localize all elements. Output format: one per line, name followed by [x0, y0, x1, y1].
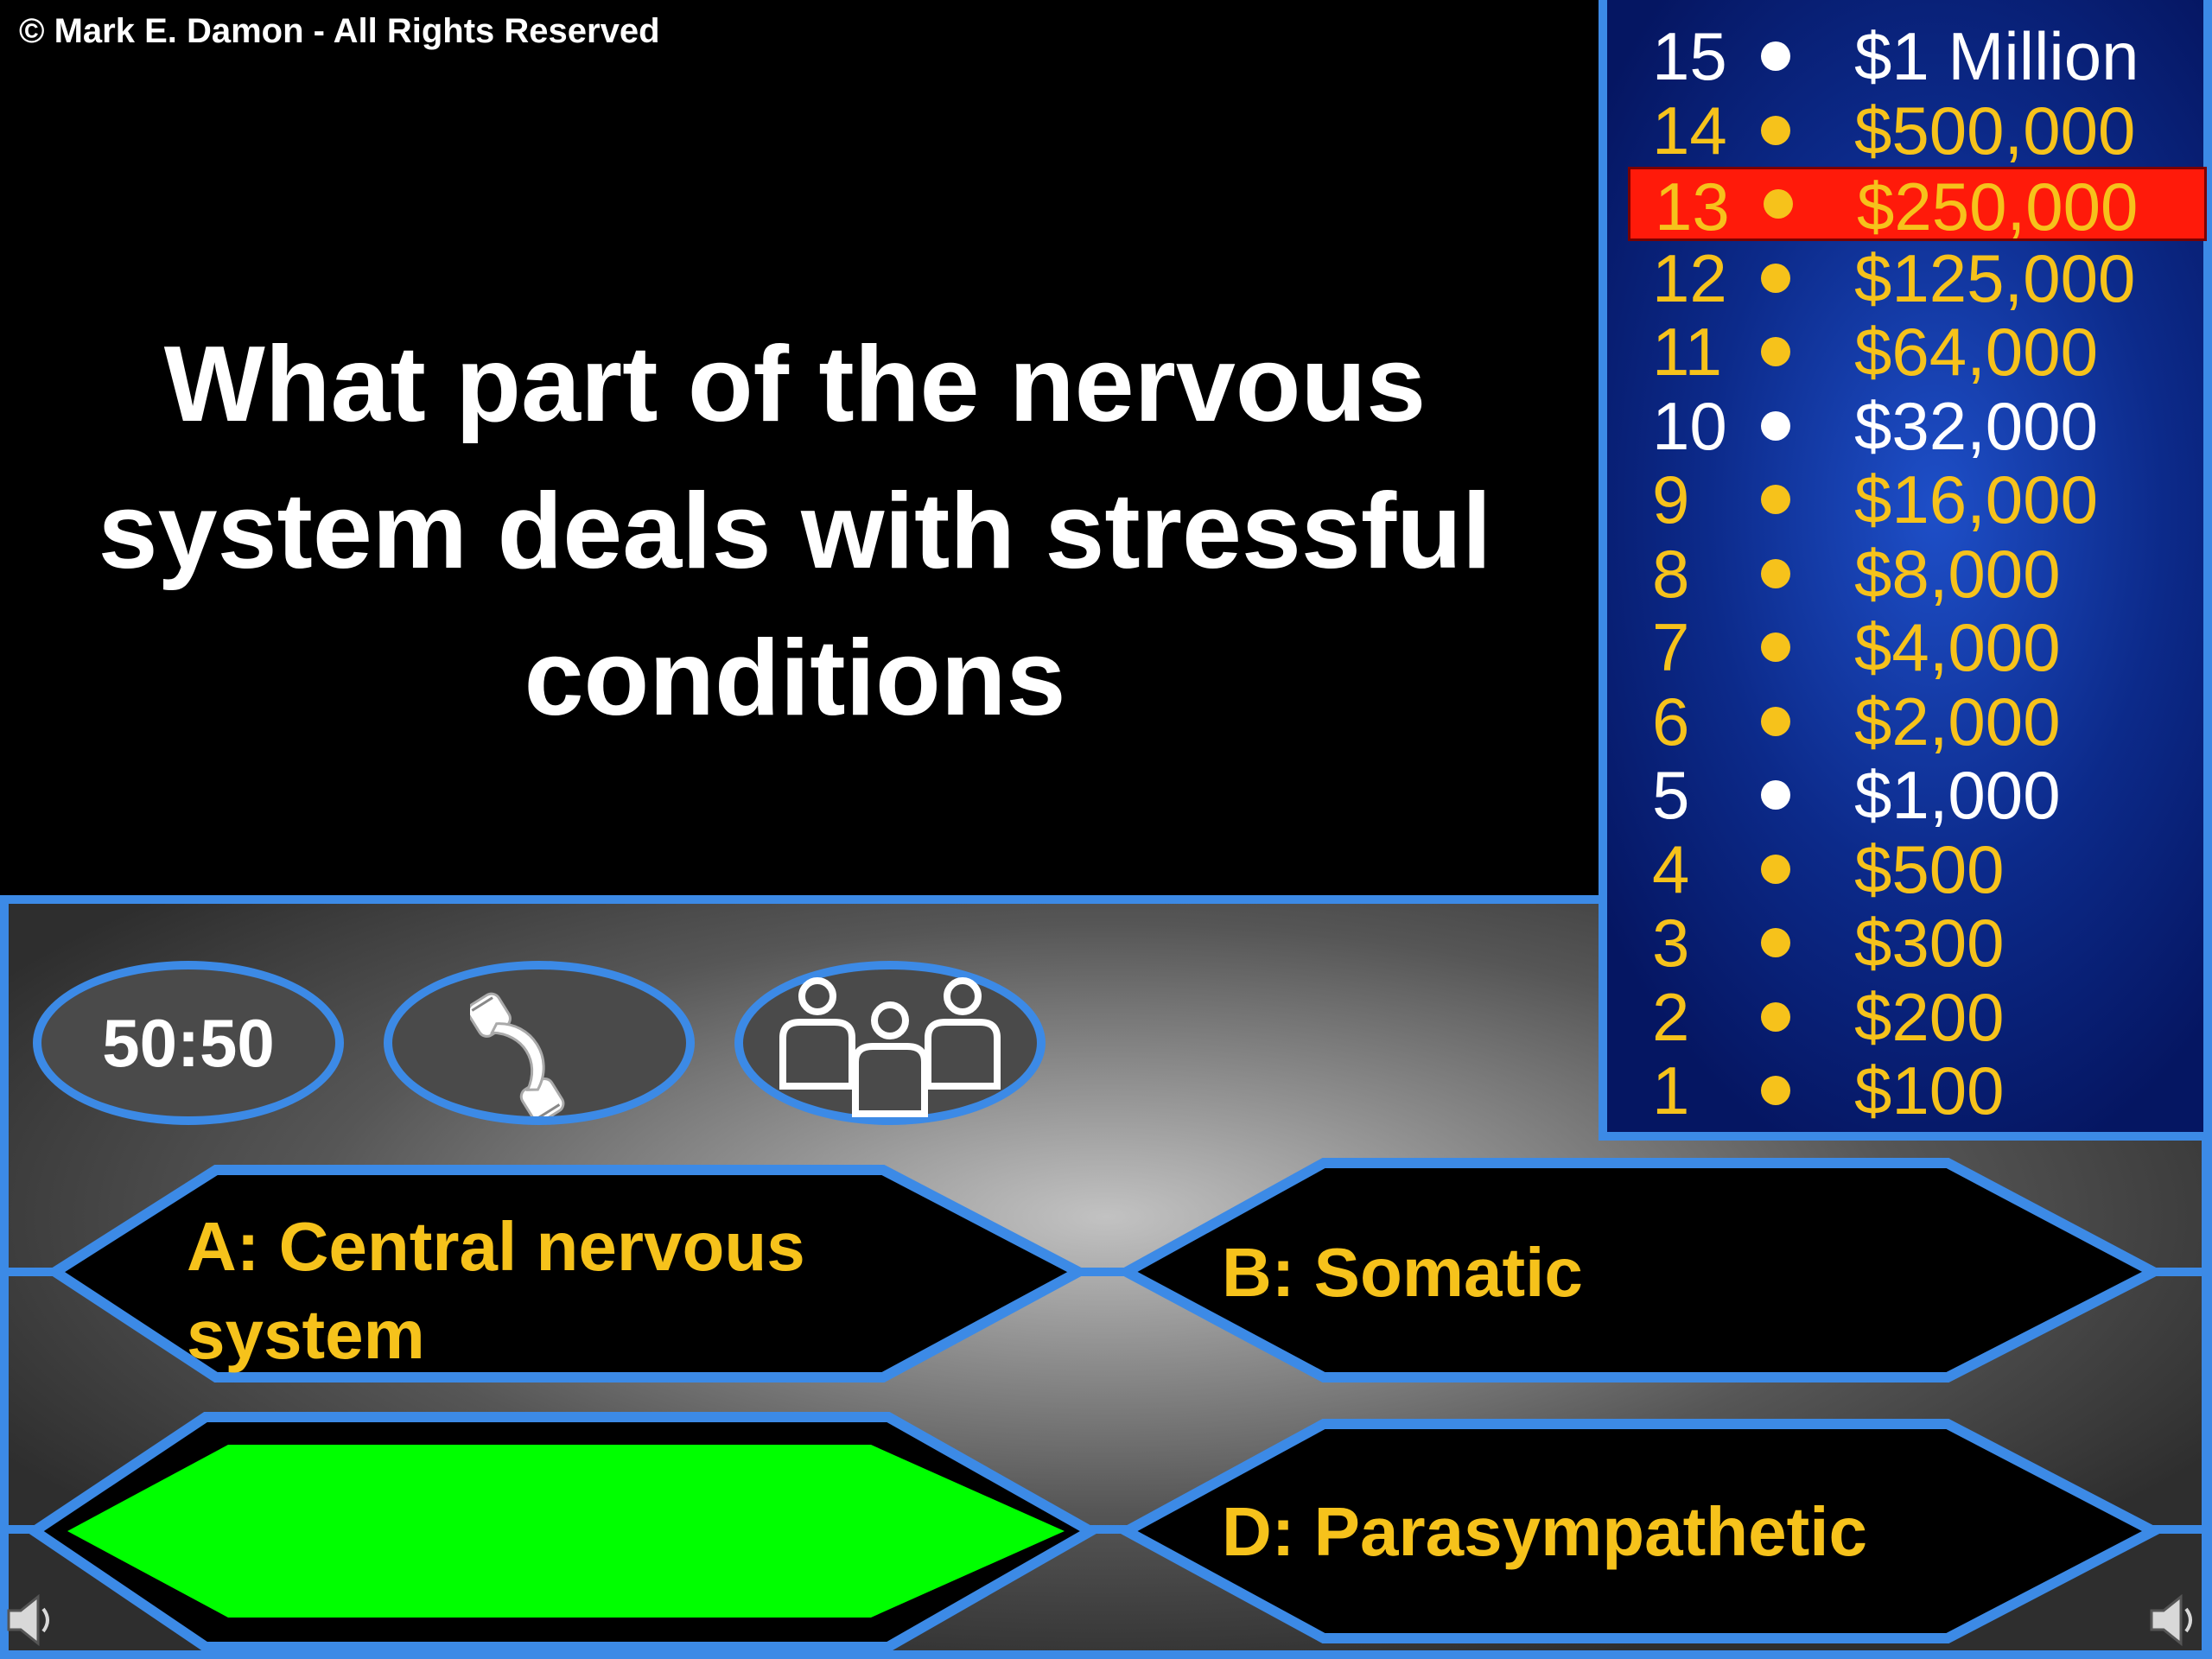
money-tree-level: 1: [1652, 1052, 1690, 1128]
money-tree-level: 6: [1652, 683, 1690, 760]
answer-a-button[interactable]: [45, 1165, 1090, 1382]
money-tree-amount: $200: [1854, 978, 2005, 1055]
money-tree-dot: [1761, 558, 1790, 588]
money-tree-dot: [1761, 41, 1790, 71]
answer-d-label: D: Parasympathetic: [1222, 1493, 1867, 1570]
money-tree-level: 14: [1652, 92, 1727, 168]
money-tree-level: 3: [1652, 905, 1690, 981]
answer-d-button[interactable]: [1116, 1419, 2164, 1643]
lifeline-ask-audience-button[interactable]: [734, 961, 1046, 1125]
answer-a-label-line2: system: [187, 1296, 425, 1373]
money-tree-row: 1 $100: [1607, 1053, 2212, 1128]
money-tree-row: 12 $125,000: [1607, 241, 2212, 315]
copyright-text: © Mark E. Damon - All Rights Reserved: [19, 12, 660, 50]
answer-a-label-line1: A: Central nervous: [187, 1208, 805, 1285]
money-tree-dot: [1761, 410, 1790, 441]
money-tree-dot: [1761, 706, 1790, 736]
money-tree-dot: [1761, 928, 1790, 957]
money-tree-amount: $8,000: [1854, 535, 2061, 612]
money-tree-row: 5 $1,000: [1607, 758, 2212, 832]
money-tree-level: 13: [1655, 168, 1730, 245]
money-tree-dot: [1764, 189, 1793, 219]
panel-bottom-border: [0, 1650, 2212, 1659]
money-tree-row: 15 $1 Million: [1607, 19, 2212, 93]
money-tree-level: 9: [1652, 461, 1690, 537]
money-tree-amount: $64,000: [1854, 314, 2098, 390]
money-tree-level: 7: [1652, 609, 1690, 685]
money-tree-amount: $2,000: [1854, 683, 2061, 760]
money-tree-dot: [1761, 337, 1790, 366]
money-tree-row: 9 $16,000: [1607, 462, 2212, 537]
money-tree-amount: $32,000: [1854, 387, 2098, 464]
lifeline-phone-a-friend-button[interactable]: [384, 961, 695, 1125]
money-tree-amount: $1,000: [1854, 757, 2061, 833]
money-tree-level: 15: [1652, 18, 1727, 94]
money-tree-dot: [1761, 115, 1790, 145]
money-tree-amount: $4,000: [1854, 609, 2061, 685]
money-tree-amount: $16,000: [1854, 461, 2098, 537]
money-tree-level: 5: [1652, 757, 1690, 833]
money-tree-dot: [1761, 485, 1790, 514]
panel-right-border: [2202, 1132, 2212, 1659]
money-tree-row: 6 $2,000: [1607, 684, 2212, 759]
audience-people-icon: [779, 977, 1001, 1117]
answer-a-label: A: Central nervous system: [187, 1203, 805, 1379]
money-tree-amount: $500,000: [1854, 92, 2136, 168]
money-tree-row: 13 $250,000: [1628, 167, 2207, 245]
answer-b-label: B: Somatic: [1222, 1234, 1583, 1311]
money-tree-row: 2 $200: [1607, 980, 2212, 1054]
money-tree-amount: $300: [1854, 905, 2005, 981]
money-tree-dot: [1761, 632, 1790, 662]
money-tree-row: 11 $64,000: [1607, 315, 2212, 389]
money-tree-dot: [1761, 1076, 1790, 1105]
money-tree-dot: [1761, 1001, 1790, 1032]
money-tree-row: 8 $8,000: [1607, 537, 2212, 611]
panel-top-border: [2, 895, 1599, 904]
money-tree-level: 10: [1652, 387, 1727, 464]
money-tree-row: 4 $500: [1607, 832, 2212, 906]
money-tree-level: 8: [1652, 535, 1690, 612]
money-tree-level: 4: [1652, 830, 1690, 907]
panel-left-border: [0, 895, 9, 1659]
question-text: What part of the nervous system deals wi…: [98, 325, 1492, 738]
money-tree-level: 2: [1652, 978, 1690, 1055]
money-tree-amount: $250,000: [1857, 168, 2139, 245]
money-tree-dot: [1761, 780, 1790, 810]
speaker-icon[interactable]: [3, 1590, 55, 1650]
money-tree-amount: $500: [1854, 830, 2005, 907]
speaker-icon[interactable]: [2146, 1590, 2198, 1650]
money-tree-amount: $125,000: [1854, 239, 2136, 316]
money-tree-row: 3 $300: [1607, 906, 2212, 980]
fifty-fifty-label: 50:50: [102, 1004, 275, 1081]
money-tree-level: 11: [1652, 314, 1722, 390]
money-tree-row: 14 $500,000: [1607, 93, 2212, 168]
money-tree-dot: [1761, 263, 1790, 293]
phone-handset-icon: [470, 992, 565, 1116]
money-tree-amount: $1 Million: [1854, 18, 2139, 94]
lifeline-fifty-fifty-button[interactable]: 50:50: [33, 961, 344, 1125]
money-tree-amount: $100: [1854, 1052, 2005, 1128]
money-tree-dot: [1761, 854, 1790, 884]
money-tree-row: 7 $4,000: [1607, 610, 2212, 684]
money-tree-row: 10 $32,000: [1607, 389, 2212, 463]
answer-c-button[interactable]: [67, 1445, 1065, 1618]
money-tree-level: 12: [1652, 239, 1727, 316]
answer-b-button[interactable]: [1116, 1158, 2164, 1382]
